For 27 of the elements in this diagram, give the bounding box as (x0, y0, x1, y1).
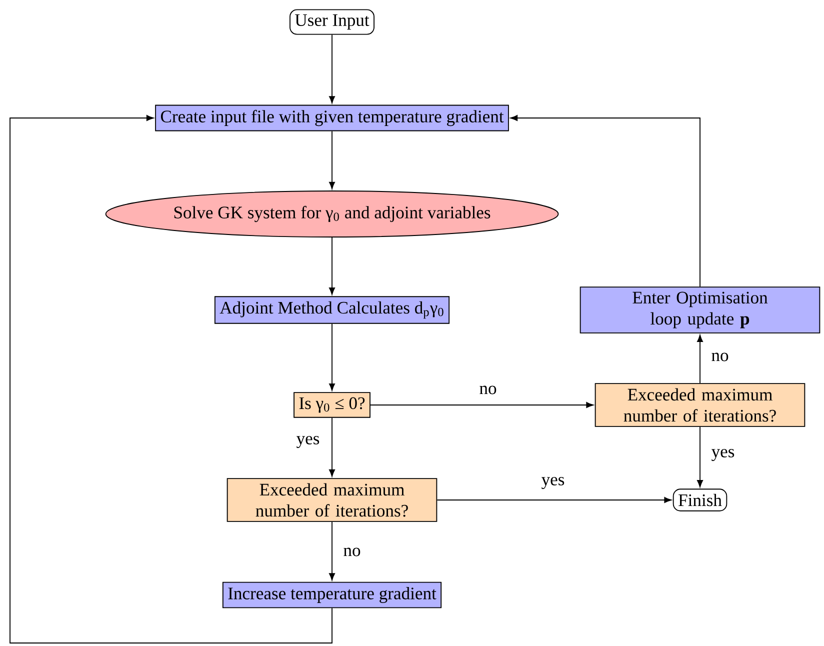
decision-box: Exceeded maximum number of iterations? (594, 383, 806, 427)
arrow (697, 334, 703, 384)
process-box: Create input file with given temperature gradient (155, 104, 509, 132)
decision-box: Exceeded maximum number of iterations? (226, 478, 438, 522)
process-box: Increase temperature gradient (222, 582, 442, 608)
decision-box: Is γ$_{0}$ ≤ 0? (294, 392, 370, 418)
arrow (10, 115, 332, 644)
arrow (329, 237, 335, 295)
arrow (329, 323, 335, 391)
process-box: Enter Optimisation loop update p (580, 286, 820, 334)
edge-label: no (710, 352, 730, 362)
arrow (697, 426, 703, 488)
arrow (436, 497, 672, 503)
edge-label: yes (710, 448, 736, 462)
edge-label: yes (295, 434, 321, 450)
arrow (329, 417, 335, 477)
arrow (329, 34, 335, 104)
terminal-box: Finish (672, 488, 728, 512)
edge-label: no (478, 384, 498, 396)
terminal-box: User Input (290, 9, 374, 35)
edge-label: yes (540, 476, 566, 490)
process-box: Adjoint Method Calculates d$_{p}$γ$_{0}$ (214, 296, 450, 324)
arrow (370, 402, 594, 408)
edge-label: no (342, 546, 362, 558)
arrow (329, 521, 335, 580)
arrow (329, 130, 335, 190)
arrow (510, 115, 700, 288)
